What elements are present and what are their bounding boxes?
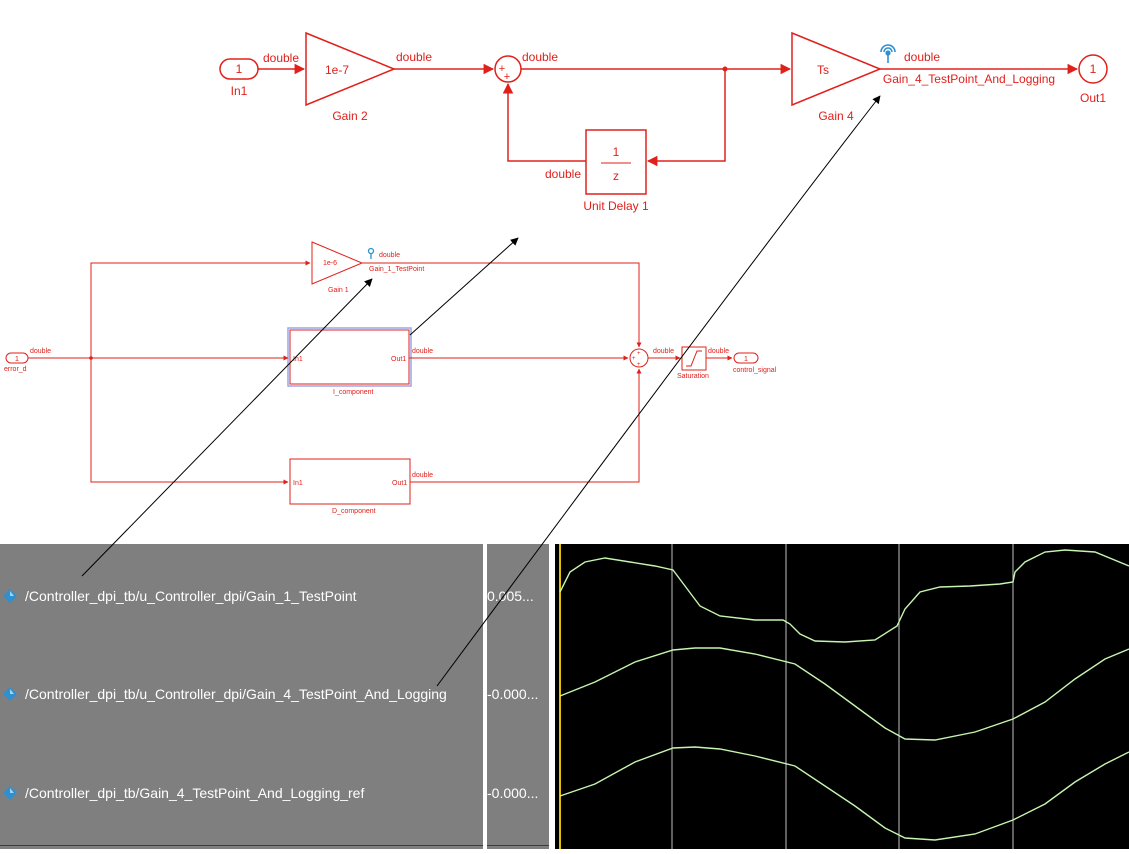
wire-to-d xyxy=(90,358,289,485)
gain2-block[interactable] xyxy=(305,31,396,107)
pane-splitter-1[interactable] xyxy=(483,544,487,849)
testpoint-icon xyxy=(367,247,375,259)
waveform-pane[interactable] xyxy=(555,544,1129,849)
signal-name: /Controller_dpi_tb/u_Controller_dpi/Gain… xyxy=(25,686,447,702)
bottom-sig-type-1: double xyxy=(30,348,51,355)
value-row-2: -0.000... xyxy=(487,679,549,709)
bottom-inport-label: error_d xyxy=(4,366,27,373)
signal-row-1[interactable]: /Controller_dpi_tb/u_Controller_dpi/Gain… xyxy=(0,581,483,611)
signal-value: -0.000... xyxy=(487,785,539,801)
signal-names-pane xyxy=(0,544,483,849)
i-component-in: In1 xyxy=(293,356,303,363)
signal-diamond-icon xyxy=(3,786,17,800)
gain2-value: 1e-7 xyxy=(325,63,349,77)
unit-delay-label: Unit Delay 1 xyxy=(583,199,649,213)
unit-delay-denominator: z xyxy=(613,169,619,183)
bottom-sig-type-3: double xyxy=(412,348,433,355)
i-component-label: I_component xyxy=(333,389,374,396)
d-component-in: In1 xyxy=(293,480,303,487)
bottom-sig-type-4: double xyxy=(412,472,433,479)
d-component-out: Out1 xyxy=(392,480,407,487)
wave-trace-gain4 xyxy=(559,647,1129,741)
bottom-subsystem xyxy=(5,241,759,505)
signal-row-2[interactable]: /Controller_dpi_tb/u_Controller_dpi/Gain… xyxy=(0,679,483,709)
top-sig-type-3: double xyxy=(522,50,558,64)
bottom-outport-label: control_signal xyxy=(733,367,777,374)
top-sig-type-1: double xyxy=(263,51,299,65)
gain1-label: Gain 1 xyxy=(328,287,349,294)
signal-name: /Controller_dpi_tb/Gain_4_TestPoint_And_… xyxy=(25,785,365,801)
top-outport-label: Out1 xyxy=(1080,91,1106,105)
wire-to-gain1 xyxy=(90,260,311,358)
waveform-canvas xyxy=(559,544,1129,849)
gain4-signal-name: Gain_4_TestPoint_And_Logging xyxy=(883,72,1055,86)
signal-value: -0.000... xyxy=(487,686,539,702)
row-divider xyxy=(487,845,549,846)
signal-value: 0.005... xyxy=(487,588,534,604)
sum-sign-a: + xyxy=(499,63,505,75)
gain4-label: Gain 4 xyxy=(818,109,854,123)
sum-sign-bottom: + xyxy=(637,362,641,368)
branch-point xyxy=(722,66,728,72)
top-inport-label: In1 xyxy=(231,84,248,98)
sum-sign-left: + xyxy=(632,356,636,362)
bottom-branch-point xyxy=(89,356,93,360)
unit-delay-block[interactable] xyxy=(585,129,647,195)
wire-delay-feed xyxy=(646,69,726,167)
top-sig-type-5: double xyxy=(904,50,940,64)
bottom-inport-number: 1 xyxy=(15,356,19,363)
gain4-block[interactable] xyxy=(791,31,882,107)
gain2-label: Gain 2 xyxy=(332,109,368,123)
top-sig-type-4: double xyxy=(545,167,581,181)
top-outport-number: 1 xyxy=(1090,62,1097,76)
value-row-3: -0.000... xyxy=(487,778,549,808)
gain1-signal-name: Gain_1_TestPoint xyxy=(369,266,424,273)
unit-delay-numerator: 1 xyxy=(613,145,620,159)
d-component-label: D_component xyxy=(332,508,376,515)
signal-name: /Controller_dpi_tb/u_Controller_dpi/Gain… xyxy=(25,588,357,604)
value-row-1: 0.005... xyxy=(487,581,549,611)
pane-splitter-2[interactable] xyxy=(549,544,555,849)
signal-diamond-icon xyxy=(3,687,17,701)
logging-antenna-icon xyxy=(880,44,896,63)
bottom-sig-type-6: double xyxy=(708,348,729,355)
sum-sign-b: + xyxy=(504,71,510,83)
gain1-block[interactable] xyxy=(311,241,364,285)
signal-diamond-icon xyxy=(3,589,17,603)
gain4-value: Ts xyxy=(817,63,829,77)
saturation-label: Saturation xyxy=(677,373,709,380)
wire-d-sum xyxy=(410,368,642,483)
bottom-sig-type-5: double xyxy=(653,348,674,355)
signal-row-3[interactable]: /Controller_dpi_tb/Gain_4_TestPoint_And_… xyxy=(0,778,483,808)
top-sig-type-2: double xyxy=(396,50,432,64)
i-component-out: Out1 xyxy=(391,356,406,363)
sum-sign-top: + xyxy=(637,351,641,357)
bottom-sig-type-2: double xyxy=(379,252,400,259)
wave-trace-gain4-ref xyxy=(559,746,1129,841)
top-outport-block[interactable] xyxy=(1078,54,1108,84)
wire-delay-return xyxy=(502,82,586,162)
bottom-outport-number: 1 xyxy=(744,356,748,363)
wave-trace-gain1 xyxy=(559,549,1129,643)
row-divider xyxy=(0,845,483,846)
top-inport-number: 1 xyxy=(236,62,243,76)
gain1-value: 1e-6 xyxy=(323,260,337,267)
